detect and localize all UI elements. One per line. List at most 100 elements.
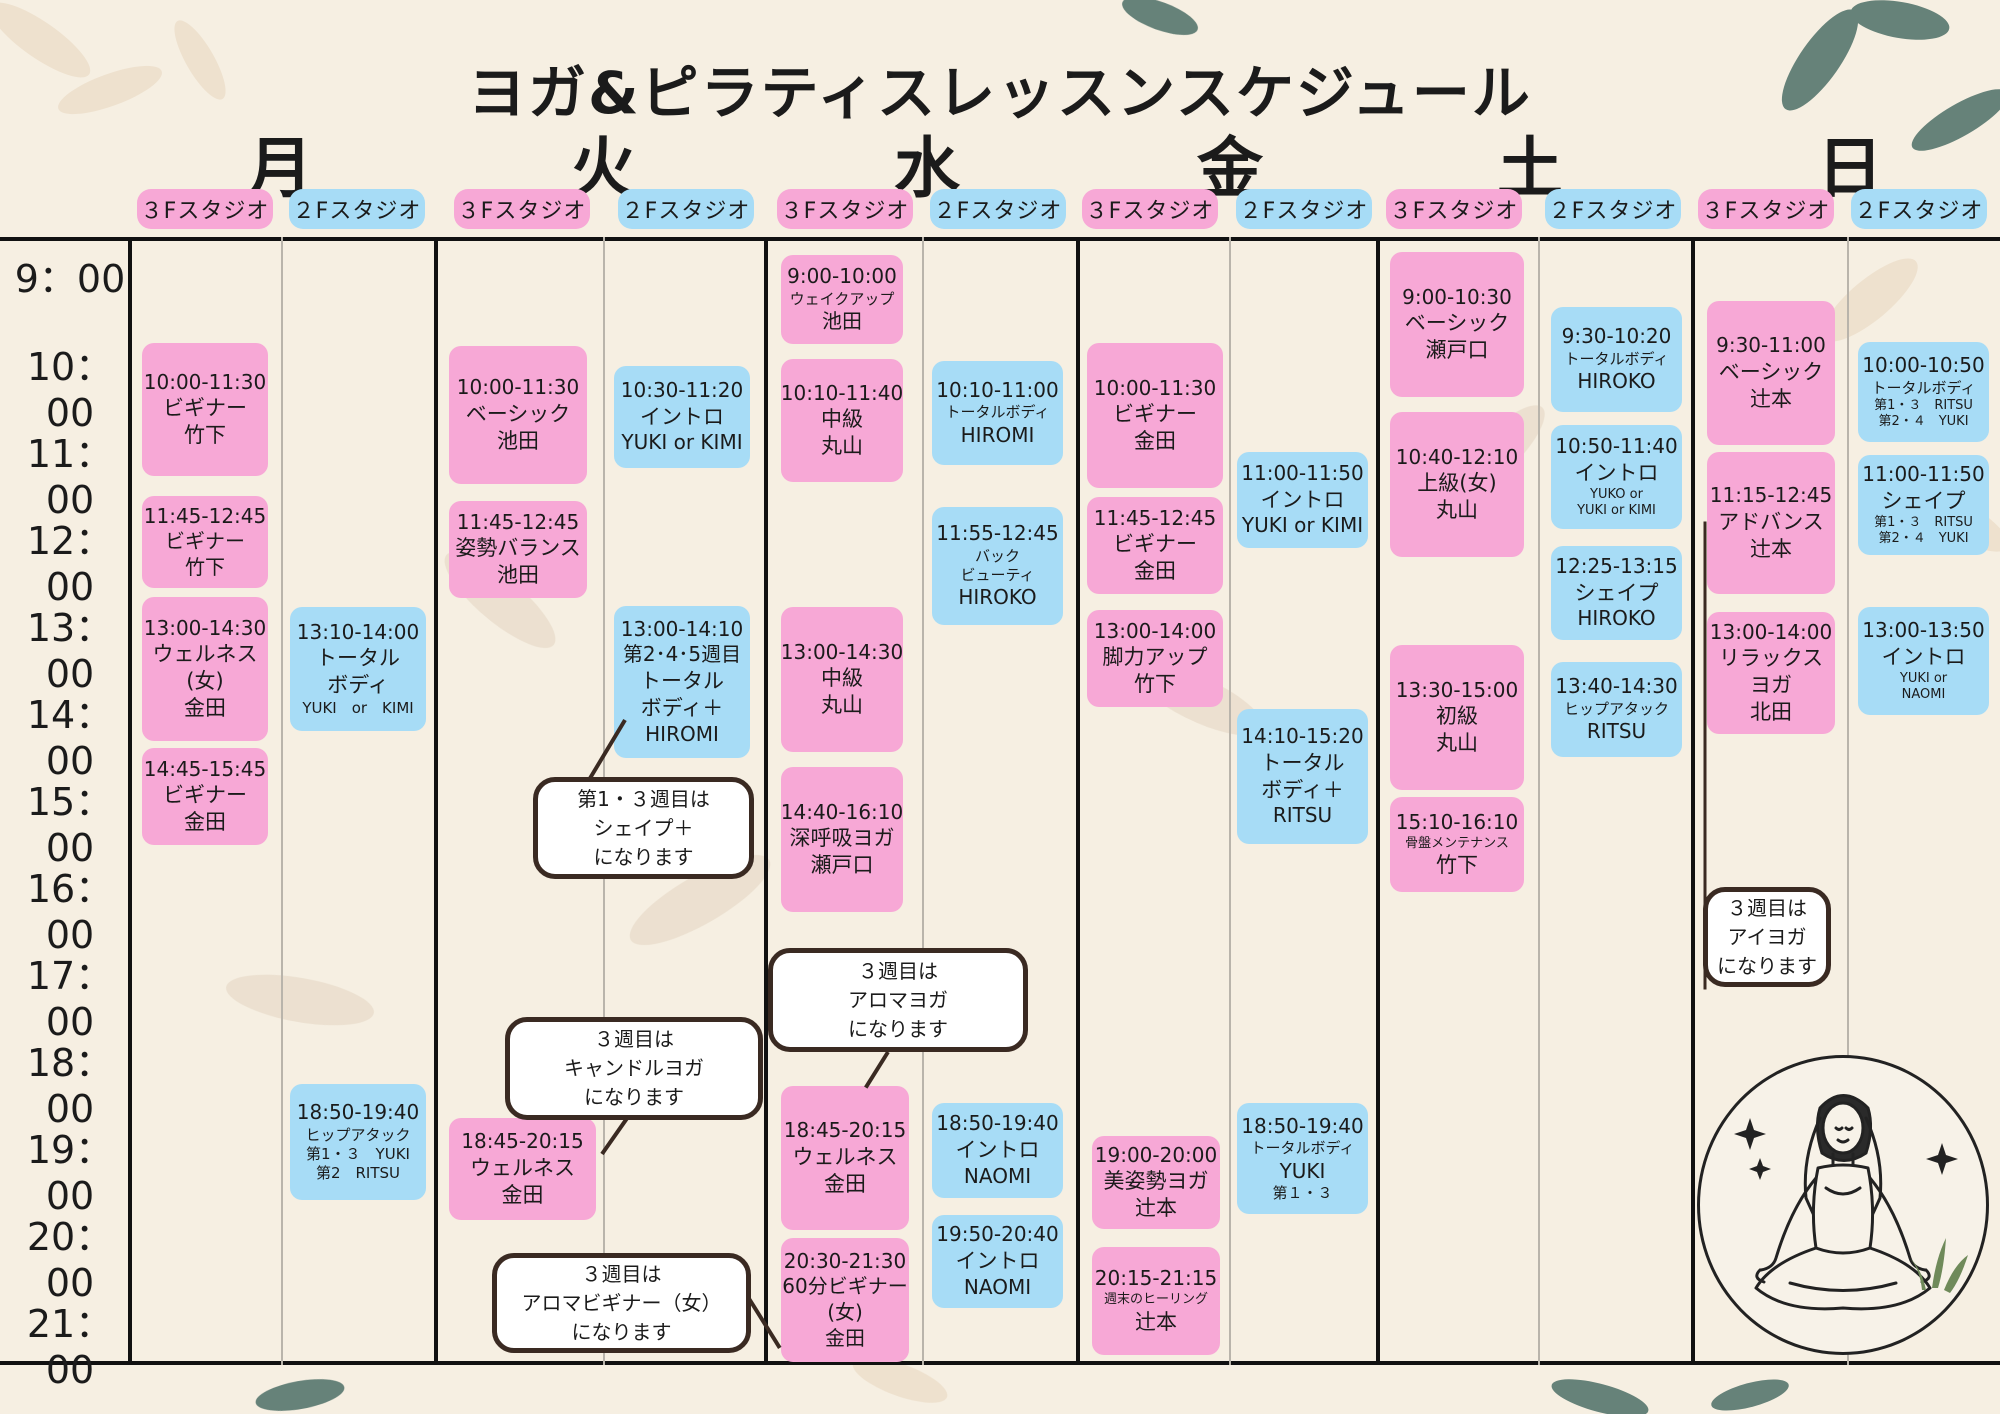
lesson-card[interactable]: 9:30-11:00 ベーシック 辻本 [1707,301,1835,445]
lesson-instructor: 辻本 [1135,1196,1177,1221]
lesson-card[interactable]: 10:00-11:30 ベーシック 池田 [449,346,587,484]
lesson-time: 18:50-19:40 [1241,1113,1364,1138]
grid-divider [1229,237,1231,1365]
lesson-card[interactable]: 12:25-13:15 シェイプ HIROKO [1551,546,1682,640]
lesson-card[interactable]: 10:00-10:50 トータルボディ 第1・３ RITSU 第2・４ YUKI [1858,342,1989,442]
lesson-time: 11:55-12:45 [936,521,1059,546]
lesson-class: ヨガ [1750,673,1792,698]
lesson-class: イントロ [1260,487,1345,512]
lesson-card[interactable]: 10:40-12:10 上級(女) 丸山 [1390,412,1524,557]
lesson-class: 60分ビギナー [782,1274,908,1299]
lesson-card[interactable]: 13:00-14:00 脚力アップ 竹下 [1087,610,1223,707]
lesson-card[interactable]: 13:10-14:00 トータル ボディ YUKI or KIMI [290,607,426,731]
note-text: キャンドルヨガ [564,1056,704,1080]
lesson-time: 10:30-11:20 [620,377,744,402]
lesson-class: 美姿勢ヨガ [1103,1169,1209,1194]
lesson-card[interactable]: 10:00-11:30 ビギナー 竹下 [142,343,268,476]
lesson-instructor: 第1・３ RITSU [1874,514,1973,530]
lesson-instructor: HIROMI [645,721,719,746]
lesson-card[interactable]: 14:10-15:20 トータル ボディ＋ RITSU [1237,709,1368,844]
lesson-instructor: 丸山 [1436,498,1478,523]
lesson-class: 脚力アップ [1102,645,1208,670]
lesson-card[interactable]: 14:45-15:45 ビギナー 金田 [142,748,268,845]
lesson-card[interactable]: 18:50-19:40 トータルボディ YUKI 第１・３ [1237,1103,1368,1214]
grid-divider [434,237,438,1365]
lesson-class: トータル [640,668,724,693]
lesson-card[interactable]: 10:10-11:40 中級 丸山 [781,359,903,482]
lesson-class: ビギナー [1113,402,1197,427]
lesson-time: 13:00-14:30 [143,615,267,640]
lesson-card[interactable]: 13:00-13:50 イントロ YUKI or NAOMI [1858,607,1989,715]
time-label: 10：00 [26,345,114,435]
lesson-card[interactable]: 18:50-19:40 ヒップアタック 第1・３ YUKI 第2 RITSU [290,1084,426,1200]
lesson-note: 第１・３ [1272,1184,1333,1203]
grid-divider [1376,237,1380,1365]
lesson-class: ビギナー [165,529,245,554]
lesson-card[interactable]: 14:40-16:10 深呼吸ヨガ 瀬戸口 [781,767,903,912]
lesson-time: 11:45-12:45 [143,503,267,528]
day-header-tue: 火 [570,130,636,207]
lesson-time: 14:40-16:10 [780,799,904,824]
lesson-card[interactable]: 13:00-14:30 ウェルネス (女) 金田 [142,597,268,741]
studio-header-sun-2f: ２Fスタジオ [1851,189,1987,229]
lesson-time: 10:10-11:00 [936,377,1059,402]
lesson-card[interactable]: 9:00-10:30 ベーシック 瀬戸口 [1390,252,1524,397]
lesson-card[interactable]: 11:55-12:45 バック ビューティ HIROKO [932,507,1063,625]
lesson-card[interactable]: 9:30-10:20 トータルボディ HIROKO [1551,307,1682,412]
note-text: シェイプ＋ [593,815,694,840]
lesson-card[interactable]: 10:00-11:30 ビギナー 金田 [1087,343,1223,488]
page-title: ヨガ&ピラティスレッスンスケジュール [468,59,1532,127]
lesson-card[interactable]: 11:15-12:45 アドバンス 辻本 [1707,452,1835,594]
lesson-card[interactable]: 11:45-12:45 ビギナー 金田 [1087,497,1223,594]
time-label: 12：00 [26,519,114,609]
lesson-card[interactable]: 13:00-14:10 第2･4･5週目 トータル ボディ＋ HIROMI [614,606,750,758]
day-header-sun: 日 [1817,130,1883,207]
lesson-card[interactable]: 20:15-21:15 週末のヒーリング 辻本 [1092,1247,1220,1355]
studio-header-tue-2f: ２Fスタジオ [618,189,754,229]
lesson-instructor: 金田 [1134,559,1176,584]
lesson-card[interactable]: 9:00-10:00 ウェイクアップ 池田 [781,255,903,344]
lesson-class: ビギナー [163,783,247,808]
lesson-card[interactable]: 11:45-12:45 姿勢バランス 池田 [449,501,587,598]
lesson-class: トータルボディ [1250,1139,1355,1158]
note-bubble: ３週目は アロマビギナー（女） になります [492,1253,751,1353]
lesson-time: 13:30-15:00 [1395,677,1519,702]
lesson-card[interactable]: 10:50-11:40 イントロ YUKO or YUKI or KIMI [1551,425,1682,529]
lesson-card[interactable]: 13:30-15:00 初級 丸山 [1390,645,1524,790]
time-label: 19：00 [26,1128,114,1218]
lesson-instructor: 第2・４ YUKI [1878,414,1969,430]
lesson-card[interactable]: 19:00-20:00 美姿勢ヨガ 辻本 [1092,1136,1220,1229]
lesson-card[interactable]: 18:45-20:15 ウェルネス 金田 [449,1118,596,1220]
lesson-instructor: 辻本 [1750,386,1792,411]
lesson-card[interactable]: 11:45-12:45 ビギナー 竹下 [142,496,268,588]
lesson-time: 10:00-11:30 [143,369,267,394]
lesson-card[interactable]: 20:30-21:30 60分ビギナー (女) 金田 [781,1238,909,1362]
lesson-card[interactable]: 13:40-14:30 ヒップアタック RITSU [1551,662,1682,757]
lesson-instructor: 金田 [824,1171,866,1196]
lesson-time: 9:00-10:00 [787,264,897,289]
lesson-instructor: YUKI or KIMI [302,699,414,718]
lesson-card[interactable]: 18:45-20:15 ウェルネス 金田 [781,1086,909,1230]
lesson-time: 10:40-12:10 [1395,444,1519,469]
time-label: 15：00 [26,780,114,870]
lesson-card[interactable]: 15:10-16:10 骨盤メンテナンス 竹下 [1390,797,1524,892]
lesson-card[interactable]: 11:00-11:50 シェイプ 第1・３ RITSU 第2・４ YUKI [1858,455,1989,555]
lesson-card[interactable]: 18:50-19:40 イントロ NAOMI [932,1103,1063,1198]
lesson-card[interactable]: 11:00-11:50 イントロ YUKI or KIMI [1237,452,1368,548]
lesson-card[interactable]: 13:00-14:00 リラックス ヨガ 北田 [1707,612,1835,734]
lesson-time: 20:30-21:30 [783,1248,907,1273]
lesson-time: 18:50-19:40 [296,1100,420,1125]
note-text: ３週目は [594,1027,674,1051]
lesson-class: 週末のヒーリング [1103,1292,1208,1308]
lesson-time: 11:45-12:45 [456,509,580,534]
lesson-class: 深呼吸ヨガ [789,826,895,851]
studio-header-wed-3f: ３Fスタジオ [777,189,913,229]
lesson-card[interactable]: 13:00-14:30 中級 丸山 [781,607,903,752]
lesson-class: ウェルネス [792,1144,898,1169]
lesson-card[interactable]: 19:50-20:40 イントロ NAOMI [932,1215,1063,1308]
lesson-card[interactable]: 10:30-11:20 イントロ YUKI or KIMI [614,366,750,468]
lesson-card[interactable]: 10:10-11:00 トータルボディ HIROMI [932,361,1063,465]
note-text: 第1・３週目は [577,786,710,811]
lesson-instructor: 第1・３ YUKI [306,1145,410,1164]
lesson-time: 13:40-14:30 [1555,674,1678,699]
